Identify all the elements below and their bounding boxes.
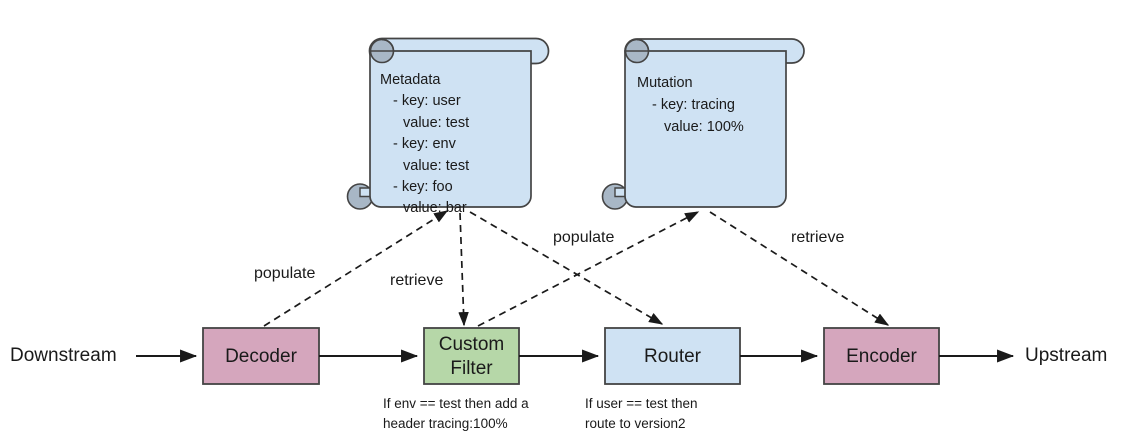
node-router[interactable]	[604, 327, 741, 385]
caption-router-line2: route to version2	[585, 416, 686, 431]
edge-label-populate-filter-mutation: populate	[553, 229, 615, 246]
edge-custom-filter-to-mutation-populate	[477, 211, 700, 327]
scroll-metadata-line-1: - key: user	[393, 93, 461, 109]
node-label-router: Router	[643, 346, 702, 367]
scroll-metadata-line-5: - key: foo	[393, 179, 453, 195]
node-encoder[interactable]	[823, 327, 940, 385]
scroll-metadata-top-curl	[369, 38, 395, 64]
node-label-decoder: Decoder	[225, 346, 297, 367]
edge-label-populate-decoder-metadata: populate	[254, 265, 316, 282]
scroll-mutation-top-curl	[624, 38, 650, 64]
scroll-metadata	[346, 37, 550, 210]
node-custom-filter[interactable]	[423, 327, 520, 385]
scroll-mutation-line-2: value: 100%	[664, 119, 744, 135]
scroll-metadata-line-2: value: test	[403, 115, 470, 131]
node-label-custom-filter-line1: Custom	[438, 334, 505, 355]
edge-label-retrieve-mutation-encoder: retrieve	[791, 229, 845, 246]
scroll-metadata-title: Metadata	[380, 72, 441, 88]
caption-router-line1: If user == test then	[585, 396, 698, 411]
scroll-mutation-body	[624, 50, 787, 208]
scroll-metadata-line-6: value: bar	[403, 200, 467, 216]
edge-label-retrieve-metadata-filter: retrieve	[390, 272, 444, 289]
scroll-mutation-title: Mutation	[637, 75, 693, 91]
caption-custom-filter-line2: header tracing:100%	[383, 416, 508, 431]
edge-decoder-to-metadata-populate	[263, 210, 449, 327]
node-label-encoder: Encoder	[846, 346, 917, 367]
scroll-mutation	[601, 38, 805, 210]
caption-custom-filter-line1: If env == test then add a	[383, 396, 529, 411]
edge-metadata-to-custom-filter-retrieve	[458, 212, 469, 327]
scroll-mutation-line-1: - key: tracing	[652, 97, 735, 113]
scroll-metadata-line-4: value: test	[403, 158, 470, 174]
edge-metadata-to-router	[469, 211, 664, 325]
node-decoder[interactable]	[202, 327, 320, 385]
scroll-metadata-body	[369, 50, 532, 208]
endpoint-upstream: Upstream	[1025, 345, 1108, 366]
endpoint-downstream: Downstream	[10, 345, 117, 366]
scroll-metadata-bottom-curl	[346, 183, 374, 210]
node-label-custom-filter-line2: Filter	[450, 358, 493, 379]
scroll-metadata-line-3: - key: env	[393, 136, 456, 152]
